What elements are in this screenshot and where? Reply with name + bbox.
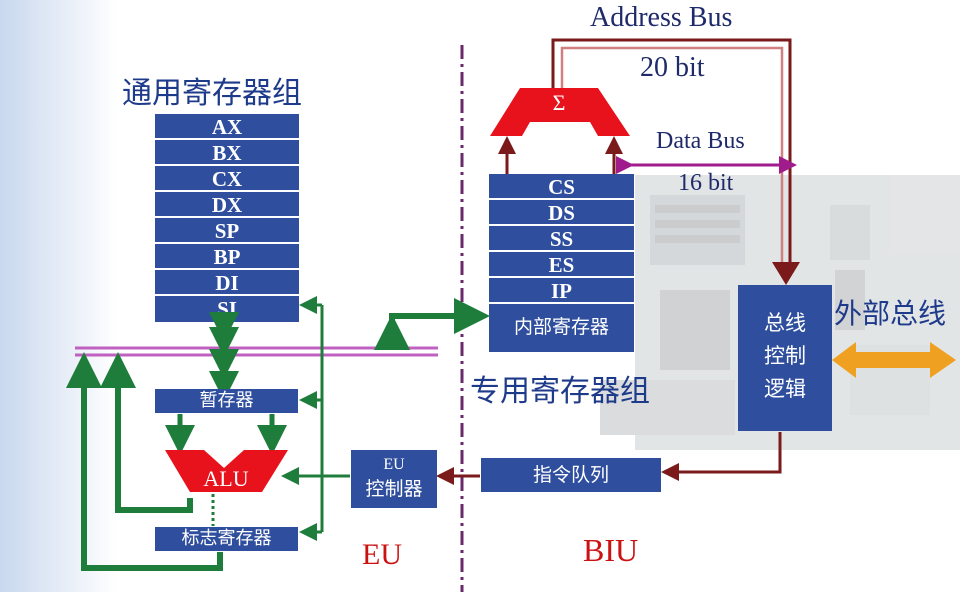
alu-label: ALU (203, 466, 249, 491)
eu-control-line1: EU (383, 456, 405, 473)
temp-register: 暂存器 (155, 389, 298, 413)
register-cs: CS (489, 174, 634, 200)
general-register-stack: AX BX CX DX SP BP DI SI (155, 114, 299, 322)
bus-to-internal-registers-path (389, 298, 490, 348)
internal-registers-label: 内部寄存器 (513, 316, 609, 338)
bus-control-logic: 总线 控制 逻辑 (738, 285, 832, 431)
alu-shape (165, 450, 288, 492)
general-registers-title: 通用寄存器组 (122, 76, 302, 111)
instruction-queue: 指令队列 (481, 458, 661, 492)
register-ds: DS (489, 200, 634, 226)
data-bus-width: 16 bit (678, 170, 734, 196)
bus-control-line1: 总线 (764, 311, 806, 335)
alu-output-loop (100, 352, 193, 513)
eu-control-line2: 控制器 (365, 478, 423, 500)
register-di: DI (155, 270, 299, 296)
flags-register: 标志寄存器 (155, 527, 298, 551)
bus-control-line2: 控制 (764, 344, 806, 368)
register-es: ES (489, 252, 634, 278)
register-sp: SP (155, 218, 299, 244)
eu-label: EU (362, 538, 402, 571)
special-registers-title: 专用寄存器组 (470, 374, 650, 409)
adder-symbol: Σ (552, 90, 566, 115)
address-bus-path-inner (560, 46, 784, 270)
bus-control-line3: 逻辑 (764, 377, 806, 401)
address-bus-arrowhead (772, 262, 800, 285)
address-bus-path-outer (551, 38, 792, 270)
register-dx: DX (155, 192, 299, 218)
data-bus-label: Data Bus (656, 128, 745, 154)
register-ss: SS (489, 226, 634, 252)
register-bp: BP (155, 244, 299, 270)
register-bx: BX (155, 140, 299, 166)
segment-register-stack: CS DS SS ES IP 内部寄存器 (489, 174, 634, 352)
external-bus-label: 外部总线 (834, 297, 947, 330)
eu-control-unit: EU 控制器 (351, 450, 437, 508)
register-cx: CX (155, 166, 299, 192)
address-bus-width: 20 bit (640, 52, 705, 83)
register-ip: IP (489, 278, 634, 304)
flags-output-loop (66, 352, 223, 571)
address-bus-label: Address Bus (590, 2, 733, 33)
external-bus-arrow (832, 342, 956, 378)
register-ax: AX (155, 114, 299, 140)
adder-shape (490, 88, 630, 136)
bus-to-queue-path (661, 432, 782, 481)
biu-label: BIU (583, 532, 639, 568)
